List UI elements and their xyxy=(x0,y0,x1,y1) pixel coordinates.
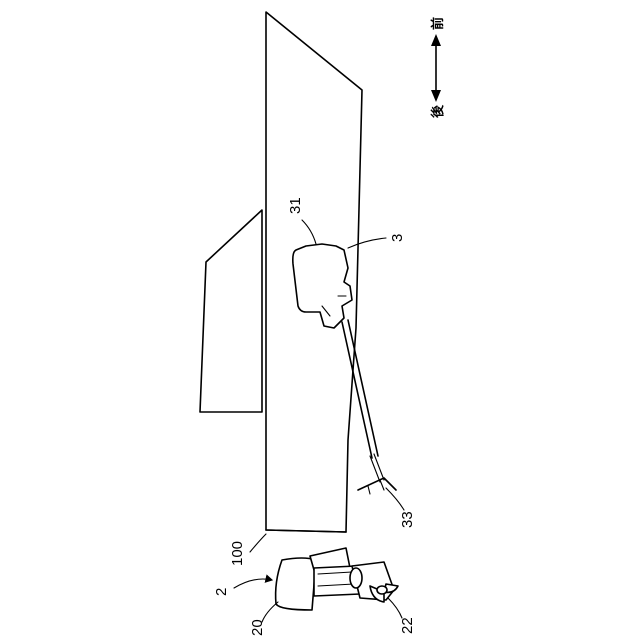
label-33: 33 xyxy=(399,511,416,528)
cabin xyxy=(200,210,262,412)
direction-front: 前 xyxy=(430,17,446,30)
label-2: 2 xyxy=(213,588,230,596)
engine-cover xyxy=(276,558,316,610)
label-22: 22 xyxy=(399,617,416,634)
arrow-down-icon xyxy=(431,90,441,102)
outboard-motor xyxy=(276,548,398,610)
direction-rear: 後 xyxy=(430,104,446,118)
direction-indicator: 前 後 xyxy=(430,17,446,118)
label-20: 20 xyxy=(249,619,266,636)
label-31: 31 xyxy=(287,197,304,214)
label-3: 3 xyxy=(389,234,406,242)
arrow-up-icon xyxy=(431,34,441,46)
label-100: 100 xyxy=(229,541,246,566)
foot-pedal xyxy=(358,478,396,494)
